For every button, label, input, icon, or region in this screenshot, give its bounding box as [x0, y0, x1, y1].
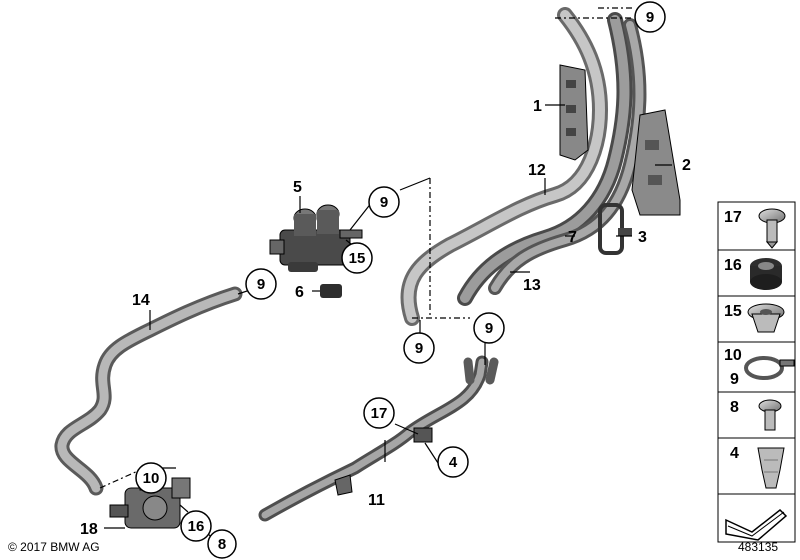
legend-clamp-10-icon [744, 356, 795, 380]
legend-8: 8 [730, 399, 739, 416]
callout-5: 5 [293, 179, 302, 196]
legend-grommet-16-icon [750, 258, 782, 290]
circle-callout-9-hose: 9 [245, 268, 277, 300]
legend-screw-8-icon [758, 399, 782, 431]
svg-text:10: 10 [143, 470, 160, 487]
circle-callout-9-right-end: 9 [473, 312, 505, 344]
svg-text:15: 15 [349, 250, 366, 267]
hose-12 [400, 7, 609, 326]
bracket-2 [631, 109, 681, 216]
svg-text:9: 9 [415, 340, 423, 357]
svg-text:9: 9 [257, 276, 265, 293]
svg-text:17: 17 [371, 405, 388, 422]
copyright-text: © 2017 BMW AG [8, 540, 100, 554]
circle-callout-17: 17 [363, 397, 395, 429]
legend-9: 9 [730, 371, 739, 388]
legend-4: 4 [730, 445, 739, 462]
callout-7: 7 [568, 229, 577, 246]
callout-3: 3 [638, 229, 647, 246]
legend-17: 17 [724, 209, 742, 226]
svg-text:9: 9 [380, 194, 388, 211]
svg-text:8: 8 [218, 536, 226, 553]
svg-text:16: 16 [188, 518, 205, 535]
circle-callout-9-top: 9 [634, 1, 666, 33]
circle-callout-8: 8 [207, 529, 237, 559]
clip-3 [598, 203, 632, 255]
circle-callout-16: 16 [180, 510, 212, 542]
callout-11: 11 [368, 492, 385, 509]
legend-15: 15 [724, 303, 742, 320]
callout-12: 12 [528, 162, 546, 179]
reference-number: 483135 [738, 540, 779, 554]
legend-16: 16 [724, 257, 742, 274]
circle-callout-9-left-end: 9 [403, 332, 435, 364]
grommet-6 [320, 284, 342, 298]
heater-valve-5 [269, 204, 363, 272]
hose-13 [457, 12, 633, 306]
circle-callout-9-valve: 9 [368, 186, 400, 218]
callout-1: 1 [533, 98, 542, 115]
legend-arrow-icon [725, 508, 788, 541]
callout-14: 14 [132, 292, 150, 309]
circle-callout-15: 15 [341, 242, 373, 274]
circle-callout-4: 4 [437, 446, 469, 478]
svg-text:9: 9 [485, 320, 493, 337]
legend-rivet-17-icon [758, 208, 786, 249]
legend-clip-4-icon [757, 447, 785, 489]
legend-nut-15-icon [747, 303, 785, 333]
svg-text:9: 9 [646, 9, 654, 26]
bracket-1 [559, 64, 589, 161]
callout-6: 6 [295, 284, 304, 301]
circle-callout-10: 10 [135, 462, 167, 494]
svg-text:4: 4 [449, 454, 458, 471]
hose-14 [54, 286, 243, 496]
callout-13: 13 [523, 277, 541, 294]
pipe-11 [258, 355, 499, 522]
callout-18: 18 [80, 521, 98, 538]
callout-2: 2 [682, 157, 691, 174]
legend-10: 10 [724, 347, 742, 364]
leader-lines [99, 7, 672, 538]
